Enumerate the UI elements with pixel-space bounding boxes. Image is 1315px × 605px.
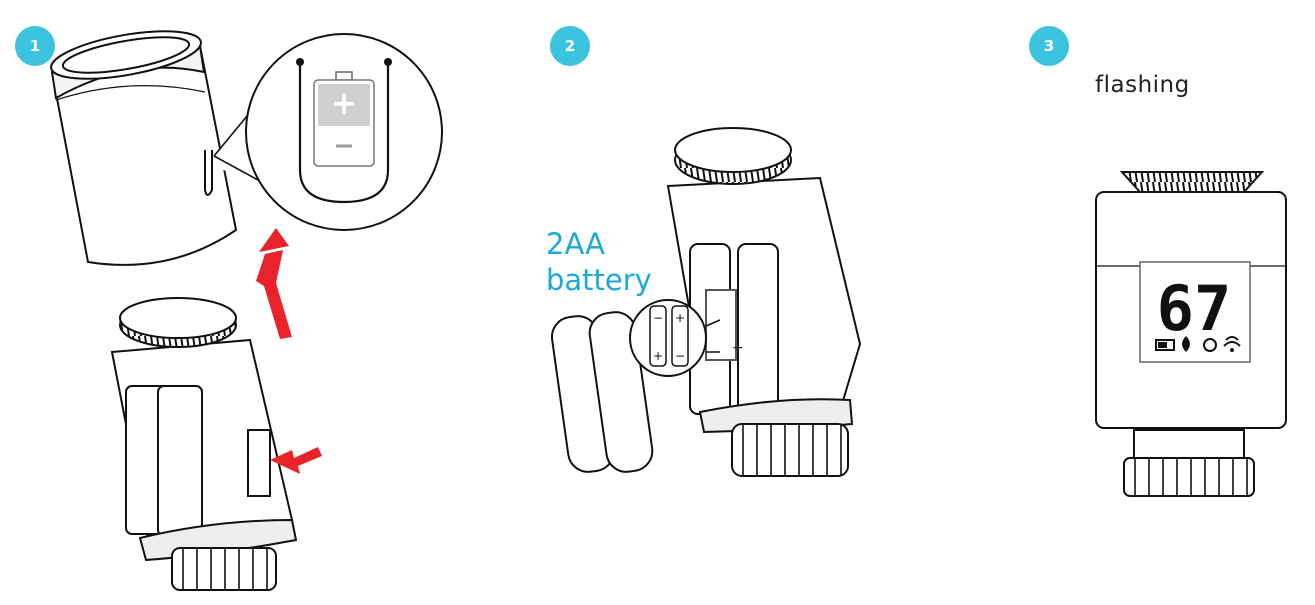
step-2-badge: 2 <box>550 26 590 66</box>
battery-label: 2AA battery <box>546 226 652 298</box>
step-1-thermostat-body <box>110 297 298 591</box>
svg-text:+: + <box>653 349 663 363</box>
step-1-badge: 1 <box>15 26 55 66</box>
signal-icon <box>1223 336 1241 347</box>
flashing-label: flashing <box>1095 72 1190 98</box>
step-1-cover-cap <box>50 30 238 266</box>
clock-icon <box>1203 338 1217 352</box>
battery-polarity-callout: + <box>213 33 443 231</box>
svg-text:+: + <box>675 311 685 325</box>
step-3-thermostat-front <box>1095 171 1287 497</box>
battery-label-line-2: battery <box>546 263 652 297</box>
step-3-badge: 3 <box>1029 26 1069 66</box>
lcd-digits: 67 <box>1157 272 1232 345</box>
lcd-display: 67 <box>1155 272 1241 352</box>
battery-insertion-callout: − + + − <box>629 299 721 377</box>
svg-text:−: − <box>653 311 663 325</box>
step-1-release-arrow <box>270 447 322 474</box>
battery-label-line-1: 2AA <box>546 227 605 261</box>
battery-icon <box>1155 339 1175 351</box>
svg-text:+: + <box>732 340 744 356</box>
flame-icon <box>1182 336 1190 352</box>
step-2-thermostat-body: + <box>666 127 862 477</box>
svg-text:−: − <box>675 349 685 363</box>
step-1-remove-arrow <box>256 228 292 339</box>
svg-text:+: + <box>331 84 358 122</box>
